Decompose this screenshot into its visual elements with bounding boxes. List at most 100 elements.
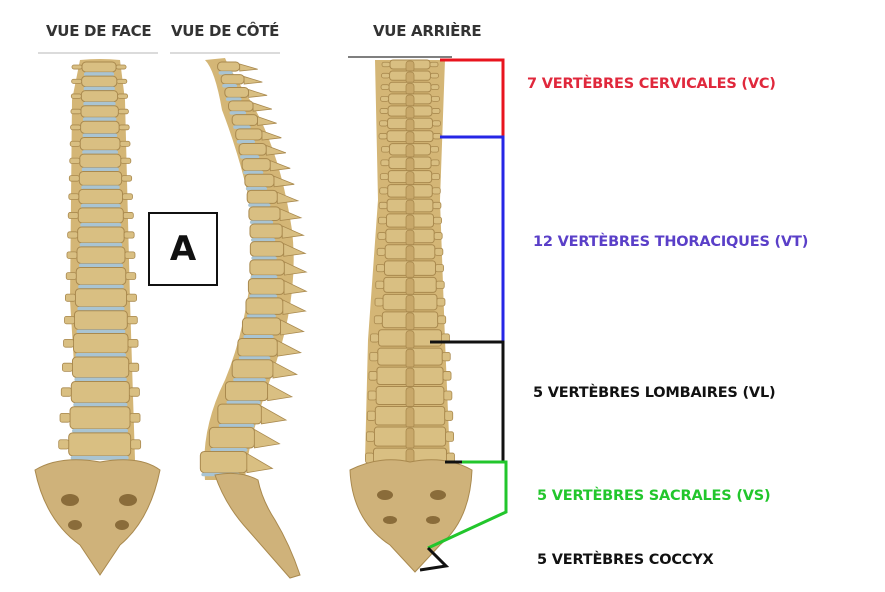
back-spinous-process [405, 427, 415, 450]
back-spinous-process [405, 71, 415, 84]
cervical-label: 7 VERTÈBRES CERVICALES (VC) [527, 76, 776, 92]
side-vertebra [217, 403, 262, 425]
front-disc [76, 329, 126, 334]
side-vertebra [231, 114, 259, 126]
back-spinous-process [405, 387, 415, 408]
back-transverse-process [381, 72, 390, 79]
front-transverse-process [126, 315, 138, 325]
back-spinous-process [405, 312, 415, 332]
side-spinous-process [276, 339, 302, 357]
front-transverse-process [65, 293, 76, 302]
front-disc [80, 223, 122, 228]
side-spinous-process [257, 116, 277, 126]
back-spinous-process [405, 106, 415, 120]
front-disc [73, 402, 128, 407]
side-vertebra [220, 74, 245, 85]
front-transverse-process [120, 157, 132, 164]
side-disc [249, 220, 274, 225]
side-disc [243, 334, 274, 339]
side-spinous-process [280, 319, 305, 336]
front-view-label: VUE DE FACE [46, 22, 152, 40]
front-transverse-process [125, 272, 137, 280]
front-disc [80, 203, 121, 208]
front-transverse-process [70, 124, 81, 131]
back-spinous-process [405, 199, 415, 216]
front-disc [77, 306, 125, 311]
thoracic-label: 12 VERTÈBRES THORACIQUES (VT) [533, 234, 809, 250]
front-transverse-process [128, 387, 140, 397]
side-spinous-process [261, 130, 282, 141]
back-spinous-process [405, 245, 415, 263]
front-disc [79, 242, 123, 247]
back-spinous-process [405, 330, 415, 350]
back-spinous-process [405, 407, 415, 429]
side-vertebra [244, 173, 275, 188]
side-disc [210, 447, 248, 452]
side-disc [233, 378, 266, 382]
front-transverse-process [68, 175, 80, 182]
back-transverse-process [433, 232, 443, 240]
side-disc [222, 84, 238, 88]
back-spinous-process [405, 157, 415, 173]
coccyx-label: 5 VERTÈBRES COCCYX [537, 552, 714, 568]
front-transverse-process [116, 78, 128, 84]
side-vertebra [249, 259, 285, 276]
front-transverse-process [126, 293, 137, 302]
front-transverse-process [121, 175, 133, 182]
back-spinous-process [405, 171, 415, 187]
lumbar-label: 5 VERTÈBRES LOMBAIRES (VL) [533, 385, 776, 401]
front-disc [78, 284, 124, 289]
back-spinous-process [405, 131, 415, 146]
side-vertebrae [199, 61, 308, 477]
side-disc [218, 71, 233, 75]
front-transverse-process [129, 412, 141, 423]
back-transverse-process [433, 216, 442, 225]
side-disc [240, 155, 260, 159]
side-spinous-process [283, 243, 307, 257]
sacral-label: 5 VERTÈBRES SACRALES (VS) [537, 488, 771, 504]
side-disc [233, 125, 251, 129]
back-transverse-process [435, 280, 445, 290]
front-vertebra [80, 90, 119, 103]
side-vertebra [249, 223, 283, 239]
back-spinous-process [405, 294, 415, 314]
back-spinous-process [405, 348, 415, 369]
back-transverse-process [380, 95, 389, 102]
front-transverse-process [59, 412, 71, 423]
front-vertebra [81, 61, 117, 73]
back-transverse-process [444, 410, 454, 421]
front-transverse-process [58, 439, 70, 450]
side-disc [250, 275, 278, 279]
back-spinous-process [405, 278, 415, 296]
side-vertebra [237, 337, 278, 357]
back-spine [349, 59, 473, 573]
back-transverse-process [445, 431, 454, 442]
back-transverse-process [376, 264, 385, 273]
front-transverse-process [65, 272, 77, 280]
side-spinous-process [272, 361, 298, 379]
front-disc [83, 101, 116, 106]
front-vertebra [77, 226, 125, 244]
front-disc [81, 185, 120, 190]
back-spinous-process [405, 229, 415, 247]
back-transverse-process [379, 173, 389, 181]
front-vertebra [70, 380, 130, 404]
label-a-box: A [148, 212, 218, 286]
front-disc [82, 117, 117, 122]
side-vertebra [228, 100, 254, 112]
side-view-label: VUE DE CÔTÉ [171, 22, 280, 40]
front-transverse-process [63, 338, 74, 348]
side-vertebra [248, 206, 281, 222]
front-transverse-process [124, 251, 136, 259]
side-spinous-process [252, 102, 273, 112]
back-transverse-process [367, 390, 377, 401]
front-disc [82, 150, 119, 155]
side-spinous-process [265, 144, 287, 156]
back-spinous-process [405, 214, 415, 231]
side-spine [199, 58, 308, 579]
front-transverse-process [70, 108, 82, 115]
back-transverse-process [379, 120, 388, 127]
side-disc [243, 170, 264, 175]
side-spinous-process [267, 382, 294, 402]
front-transverse-process [122, 193, 133, 200]
